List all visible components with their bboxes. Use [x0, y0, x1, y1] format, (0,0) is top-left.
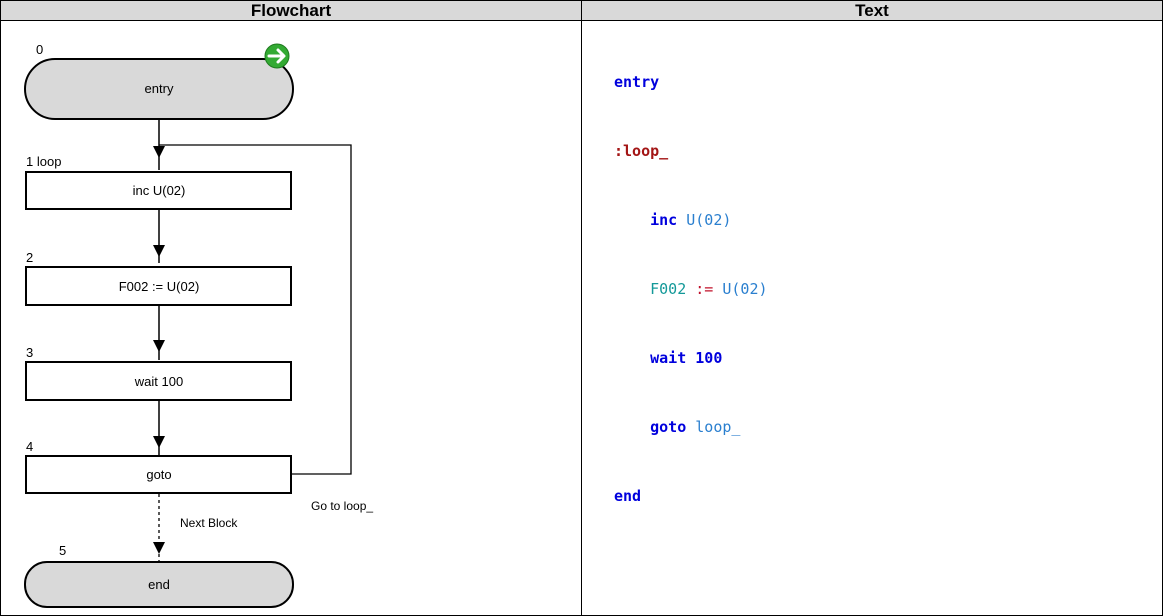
node-entry-shape[interactable] [24, 58, 294, 120]
code-operator: := [695, 280, 714, 298]
node-3-number: 3 [26, 345, 33, 360]
text-header: Text [581, 0, 1163, 21]
code-line[interactable]: end [614, 485, 1162, 508]
node-goto-shape[interactable] [25, 455, 292, 494]
node-5-text: end [148, 577, 170, 592]
arrowhead-1-2 [153, 245, 165, 257]
code-argument: U(02) [686, 211, 732, 229]
code-line[interactable]: entry [614, 71, 1162, 94]
code-number: 100 [695, 349, 723, 367]
node-2-number: 2 [26, 250, 33, 265]
flowchart-header: Flowchart [0, 0, 582, 21]
flowchart-panel: 0 entry 1 loop inc U(02) 2 F002 := U(02)… [0, 20, 582, 616]
node-5-number: 5 [59, 543, 66, 558]
code-line[interactable]: inc U(02) [614, 209, 1162, 232]
code-line[interactable]: goto loop_ [614, 416, 1162, 439]
node-4-number: 4 [26, 439, 33, 454]
node-1-number: 1 loop [26, 154, 61, 169]
arrowhead-3-4 [153, 436, 165, 448]
code-line[interactable]: :loop_ [614, 140, 1162, 163]
goto-connector-label: Go to loop_ [311, 499, 373, 513]
arrowhead-0-1 [153, 146, 165, 158]
text-panel: entry :loop_ inc U(02) F002 := U(02) wai… [581, 20, 1163, 616]
flowchart-diagram: 0 entry 1 loop inc U(02) 2 F002 := U(02)… [24, 42, 373, 608]
code-argument: loop_ [695, 418, 741, 436]
code-keyword: goto [650, 418, 687, 436]
code-keyword: end [614, 487, 642, 505]
loop-back-connector [159, 144, 352, 475]
node-0-number: 0 [36, 42, 43, 57]
arrowhead-4-5 [153, 542, 165, 554]
next-block-label: Next Block [180, 516, 238, 530]
node-4-text: goto [146, 467, 171, 482]
node-2-text: F002 := U(02) [119, 279, 200, 294]
code-line[interactable]: wait 100 [614, 347, 1162, 370]
node-3-text: wait 100 [134, 374, 183, 389]
node-wait-shape[interactable] [25, 361, 292, 401]
code-variable: F002 [650, 280, 687, 298]
code-line[interactable]: F002 := U(02) [614, 278, 1162, 301]
code-keyword: wait [650, 349, 687, 367]
node-assign-shape[interactable] [25, 266, 292, 306]
arrowhead-2-3 [153, 340, 165, 352]
code-listing: entry :loop_ inc U(02) F002 := U(02) wai… [582, 21, 1162, 554]
code-argument: U(02) [722, 280, 768, 298]
code-keyword: entry [614, 73, 660, 91]
code-keyword: inc [650, 211, 678, 229]
node-inc-shape[interactable] [25, 171, 292, 210]
start-arrow-icon[interactable] [264, 43, 290, 69]
node-end-shape[interactable] [24, 561, 294, 608]
node-1-text: inc U(02) [133, 183, 186, 198]
code-label: :loop_ [614, 142, 669, 160]
node-0-text: entry [145, 81, 174, 96]
